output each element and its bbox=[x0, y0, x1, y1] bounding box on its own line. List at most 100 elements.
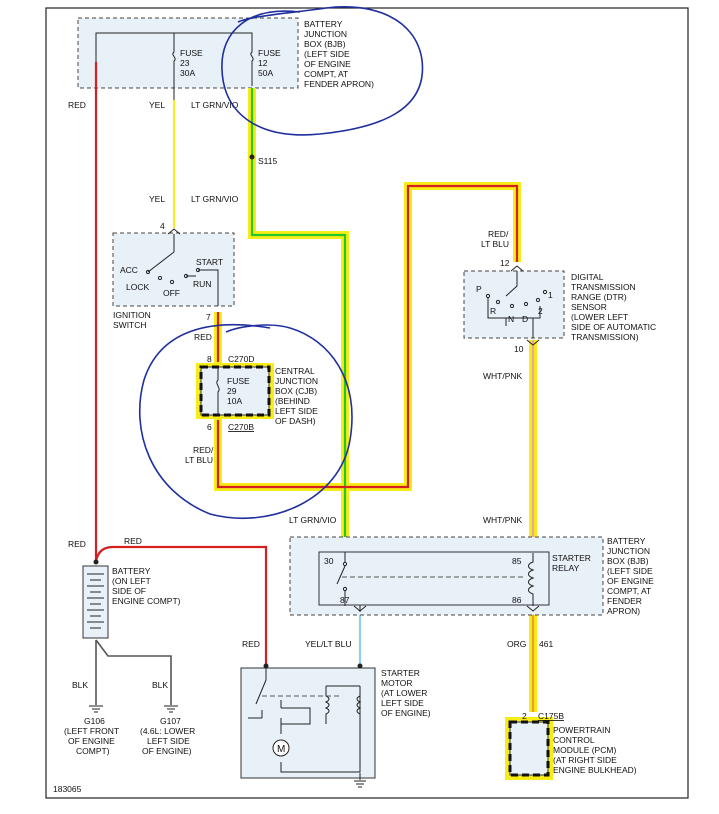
relay-coil bbox=[528, 553, 535, 606]
ground-g107-icon bbox=[164, 705, 178, 713]
dtr-label: DIGITAL TRANSMISSION RANGE (DTR) SENSOR … bbox=[571, 272, 656, 342]
wire-red-ltblu bbox=[216, 184, 519, 489]
dtr-contact-2 bbox=[535, 297, 541, 303]
relay-contact-87 bbox=[342, 586, 348, 592]
relay-pin-86-connector bbox=[526, 605, 540, 612]
wire-ltgrnvio bbox=[250, 88, 347, 548]
ignition-contact-lock bbox=[157, 275, 163, 281]
cjb-fuse-2: 29 bbox=[227, 386, 237, 396]
dtr-pos-2: 2 bbox=[538, 306, 543, 316]
dtr-label-1: DIGITAL bbox=[571, 272, 604, 282]
cjb-label-6: OF DASH) bbox=[275, 416, 316, 426]
relay-bjb-label-1: BATTERY bbox=[607, 536, 646, 546]
pen-circle-bjb bbox=[221, 6, 424, 136]
dtr-pos-p: P bbox=[476, 284, 482, 294]
cjb-pin-8: 8 bbox=[207, 354, 212, 364]
diagram-id: 183065 bbox=[53, 784, 82, 794]
fuse23-label-1: FUSE bbox=[180, 48, 203, 58]
label-whtpnk-relay: WHT/PNK bbox=[483, 515, 523, 525]
starter-s-terminal-dot bbox=[357, 663, 363, 669]
cjb-fuse-1: FUSE bbox=[227, 376, 250, 386]
relay-bjb-label-5: OF ENGINE bbox=[607, 576, 654, 586]
starter-motor-ground-icon bbox=[354, 773, 366, 788]
g107-label-2: (4.6L: LOWER bbox=[140, 726, 195, 736]
fuse23-label: FUSE 23 30A bbox=[180, 48, 203, 78]
starter-motor-label-4: LEFT SIDE bbox=[381, 698, 424, 708]
pcm-box bbox=[509, 721, 549, 776]
label-whtpnk-top: WHT/PNK bbox=[483, 371, 523, 381]
cjb-label-5: LEFT SIDE bbox=[275, 406, 318, 416]
dtr-pin-12-connector bbox=[510, 265, 524, 272]
relay-pin-30: 30 bbox=[324, 556, 334, 566]
pcm-label: POWERTRAIN CONTROL MODULE (PCM) (AT RIGH… bbox=[553, 725, 637, 775]
pcm-conn: C175B bbox=[538, 711, 564, 721]
label-red-starter: RED bbox=[242, 639, 260, 649]
fuse23-symbol bbox=[172, 44, 176, 100]
label-ltgrnvio-top: LT GRN/VIO bbox=[191, 100, 239, 110]
fuse23-label-3: 30A bbox=[180, 68, 195, 78]
dtr-contact-d bbox=[523, 301, 529, 307]
ignition-pos-start: START bbox=[196, 257, 223, 267]
battery-label-3: SIDE OF bbox=[112, 586, 146, 596]
starter-motor-label-2: MOTOR bbox=[381, 678, 412, 688]
bjb-top-label-7: FENDER APRON) bbox=[304, 79, 374, 89]
label-red-bat: RED bbox=[68, 539, 86, 549]
cjb-conn-top: C270D bbox=[228, 354, 254, 364]
ignition-contact-acc bbox=[145, 269, 151, 275]
pcm-pin-2: 2 bbox=[522, 711, 527, 721]
dtr-internal bbox=[487, 271, 541, 338]
battery-plates bbox=[87, 573, 104, 629]
relay-bjb-label-7: FENDER bbox=[607, 596, 642, 606]
bjb-top-label-3: BOX (BJB) bbox=[304, 39, 346, 49]
cjb-label: CENTRAL JUNCTION BOX (CJB) (BEHIND LEFT … bbox=[275, 366, 318, 426]
label-blk1: BLK bbox=[72, 680, 88, 690]
relay-bjb-label-4: (LEFT SIDE bbox=[607, 566, 653, 576]
pcm-label-3: MODULE (PCM) bbox=[553, 745, 616, 755]
label-redltblu-dtr-1: RED/ bbox=[488, 229, 509, 239]
ignition-contact-off bbox=[169, 279, 175, 285]
dtr-pos-1: 1 bbox=[548, 290, 553, 300]
ignition-pos-lock: LOCK bbox=[126, 282, 149, 292]
fuse23-label-2: 23 bbox=[180, 58, 190, 68]
dtr-pos-r: R bbox=[490, 306, 496, 316]
bjb-top-box bbox=[77, 17, 299, 89]
starter-motor-feed bbox=[280, 700, 311, 734]
cjb-label-3: BOX (CJB) bbox=[275, 386, 317, 396]
relay-name-1: STARTER bbox=[552, 553, 591, 563]
label-yel-top: YEL bbox=[149, 100, 165, 110]
pcm-label-5: ENGINE BULKHEAD) bbox=[553, 765, 637, 775]
ignition-label-2: SWITCH bbox=[113, 320, 147, 330]
bjb-top-label-6: COMPT, AT bbox=[304, 69, 348, 79]
dtr-pos-d: D bbox=[522, 314, 528, 324]
battery-label-4: ENGINE COMPT) bbox=[112, 596, 181, 606]
label-yel-ltblu: YEL/LT BLU bbox=[305, 639, 351, 649]
ignition-pin-4-connector bbox=[167, 228, 181, 235]
g106-label-3: OF ENGINE bbox=[68, 736, 115, 746]
battery-label-1: BATTERY bbox=[112, 566, 151, 576]
dtr-label-6: SIDE OF AUTOMATIC bbox=[571, 322, 656, 332]
relay-pin-85: 85 bbox=[512, 556, 522, 566]
relay-bjb-label-3: BOX (BJB) bbox=[607, 556, 649, 566]
relay-bjb-label: BATTERY JUNCTION BOX (BJB) (LEFT SIDE OF… bbox=[607, 536, 654, 616]
label-s115: S115 bbox=[258, 156, 277, 166]
ignition-contact-start bbox=[195, 267, 201, 273]
g106-label-2: (LEFT FRONT bbox=[64, 726, 119, 736]
wire-red-bat bbox=[94, 545, 268, 666]
label-redltblu-cjb-2: LT BLU bbox=[185, 455, 213, 465]
relay-contact-30 bbox=[342, 561, 348, 567]
label-ltgrnvio-mid: LT GRN/VIO bbox=[191, 194, 239, 204]
label-red-left: RED bbox=[68, 100, 86, 110]
bjb-top-label-1: BATTERY bbox=[304, 19, 343, 29]
starter-motor-label-1: STARTER bbox=[381, 668, 420, 678]
dtr-contact-p bbox=[485, 293, 491, 299]
dtr-pin-12: 12 bbox=[500, 258, 510, 268]
dtr-contact-1 bbox=[542, 289, 548, 295]
battery-label-2: (ON LEFT bbox=[112, 576, 151, 586]
dtr-box bbox=[463, 270, 565, 339]
g106-label-4: COMPT) bbox=[76, 746, 110, 756]
dtr-pin-10: 10 bbox=[514, 344, 524, 354]
g107-label-1: G107 bbox=[160, 716, 181, 726]
fuse12-label-1: FUSE bbox=[258, 48, 281, 58]
bjb-top-label: BATTERY JUNCTION BOX (BJB) (LEFT SIDE OF… bbox=[304, 19, 374, 89]
